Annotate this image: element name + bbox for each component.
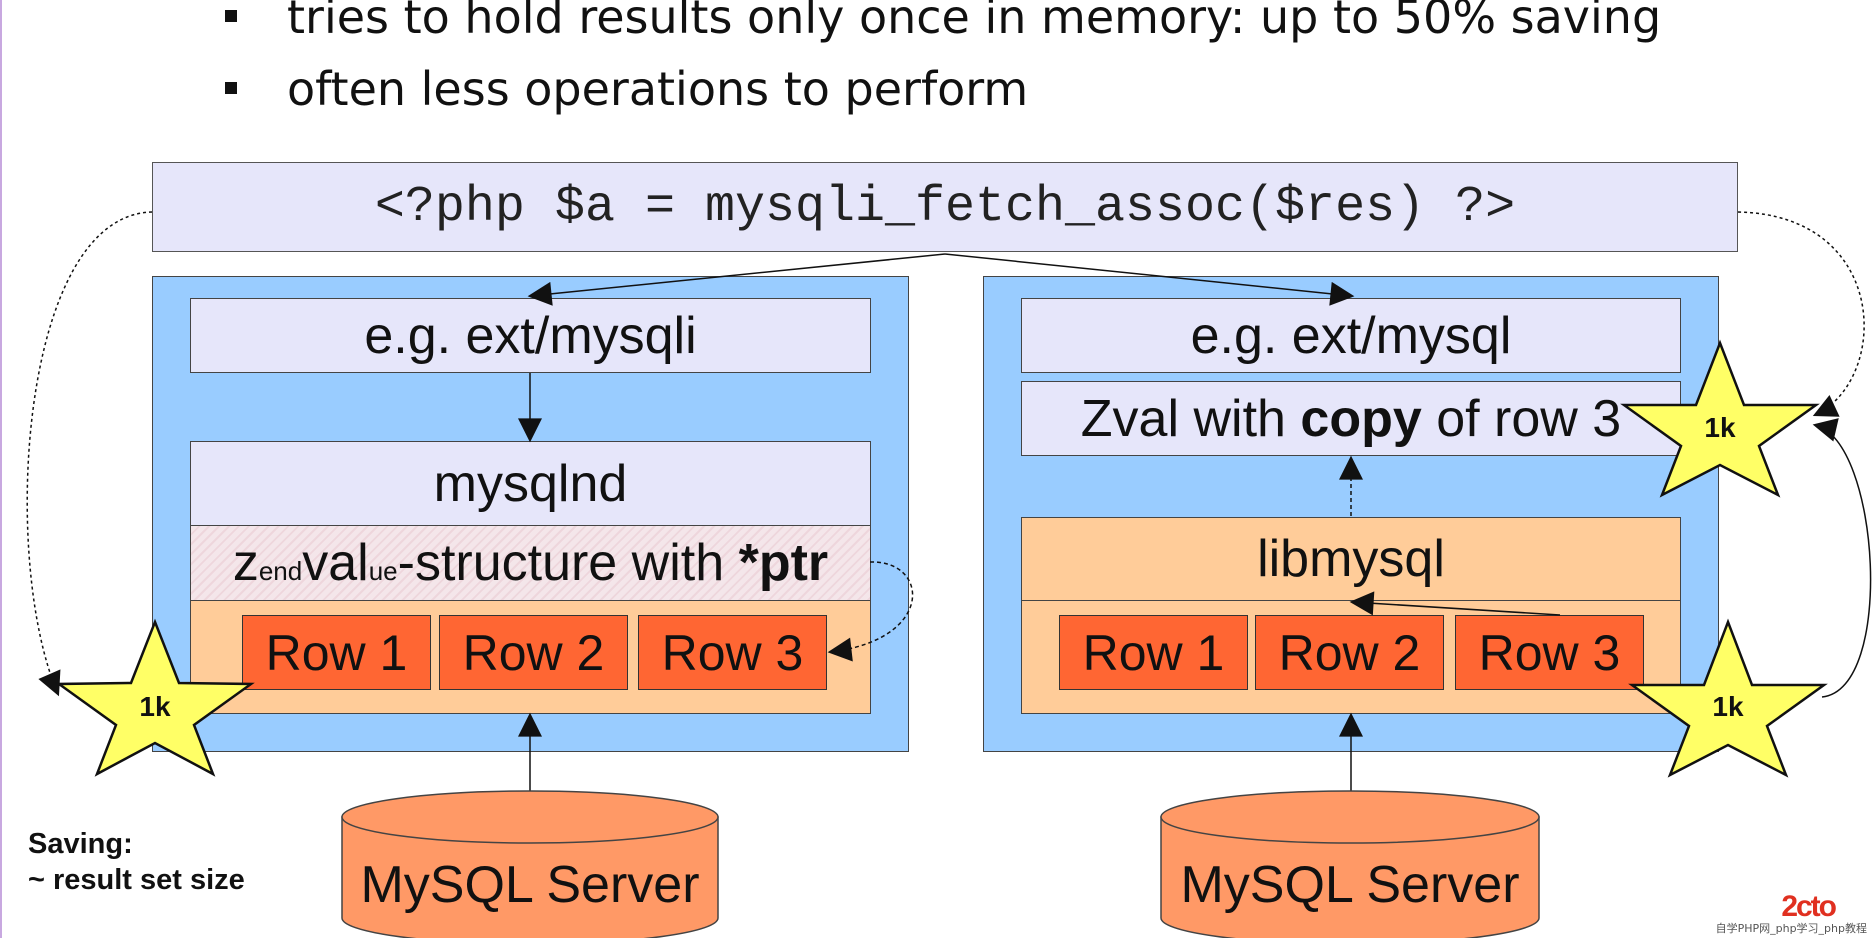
right-top-1k-star: 1k <box>1620 339 1820 498</box>
left-row-2: Row 2 <box>439 615 628 690</box>
arrow-code-to-right-star <box>1737 211 1865 417</box>
left-mysqlnd-box: mysqlnd <box>190 441 871 526</box>
zval-copy-bold: copy <box>1300 389 1422 448</box>
left-ext-mysqli-box: e.g. ext/mysqli <box>190 298 871 373</box>
zval-ue: ue <box>368 555 398 586</box>
right-row-2: Row 2 <box>1255 615 1444 690</box>
slide-left-border <box>0 0 2 938</box>
zval-z: z <box>232 534 259 592</box>
left-star-label: 1k <box>139 691 171 722</box>
bullet-text: often less operations to perform <box>287 62 1029 116</box>
left-row-1: Row 1 <box>242 615 431 690</box>
right-top-star-label: 1k <box>1704 412 1736 443</box>
right-mysql-server-label: MySQL Server <box>1180 856 1519 914</box>
saving-line-1: Saving: <box>28 828 133 860</box>
left-mysql-server-label: MySQL Server <box>360 856 699 914</box>
zval-copy-post: of row 3 <box>1421 389 1622 448</box>
arrow-code-to-mysql <box>944 253 1355 306</box>
right-bottom-star-label: 1k <box>1712 691 1744 722</box>
zval-rest: -structure with <box>397 534 739 592</box>
right-libmysql-box: libmysql <box>1021 517 1681 601</box>
bullet-item-2: often less operations to perform <box>225 66 1028 112</box>
left-1k-star: 1k <box>55 618 255 777</box>
arrow-row-to-right-star <box>1812 418 1872 698</box>
zval-ptr: *ptr <box>738 534 829 592</box>
left-mysql-server-cylinder: MySQL Server <box>341 790 719 938</box>
saving-line-2: ~ result set size <box>28 864 245 896</box>
right-row-1: Row 1 <box>1059 615 1248 690</box>
zval-copy-pre: Zval with <box>1080 389 1301 448</box>
watermark-text: 自学PHP网_php学习_php教程 <box>1715 922 1867 935</box>
php-code-box: <?php $a = mysqli_fetch_assoc($res) ?> <box>152 162 1738 252</box>
arrow-code-to-left-star <box>26 211 153 697</box>
bullet-text: tries to hold results only once in memor… <box>287 0 1662 44</box>
right-zval-copy-box: Zval with copy of row 3 <box>1021 381 1681 456</box>
bullet-item-1: tries to hold results only once in memor… <box>225 0 1661 40</box>
arrow-row3-copy <box>1349 591 1561 616</box>
right-mysql-server-cylinder: MySQL Server <box>1160 790 1540 938</box>
right-bottom-1k-star: 1k <box>1628 618 1828 778</box>
bullet-marker <box>225 10 237 22</box>
saving-note: Saving: ~ result set size <box>28 826 245 898</box>
right-ext-mysql-box: e.g. ext/mysql <box>1021 298 1681 373</box>
left-row-3: Row 3 <box>638 615 827 690</box>
arrow-code-to-mysqli <box>527 253 946 306</box>
watermark-logo: 2cto <box>1781 890 1837 923</box>
right-row-3: Row 3 <box>1455 615 1644 690</box>
arrow-ptr-to-row3 <box>827 561 914 662</box>
zval-end: end <box>258 555 303 586</box>
zval-val: val <box>302 534 369 592</box>
bullet-marker <box>225 82 237 94</box>
